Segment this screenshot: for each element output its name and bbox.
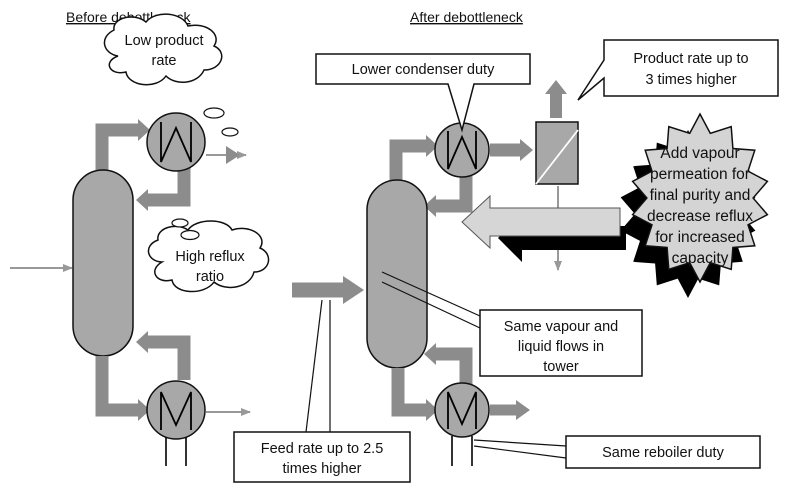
thought-bubble-dot [221,127,239,137]
column-before [72,169,134,357]
distillate-stub-before [226,146,240,164]
boilup-line-after [434,347,473,386]
callout-same-reboiler-duty: Same reboiler duty [473,435,761,469]
burst-line-5: for increased [655,229,745,246]
bottoms-line-after [391,368,428,417]
to-membrane-arrowhead [520,139,533,161]
overhead-arrowhead-before [138,119,150,141]
callout-feed-rate: Feed rate up to 2.5 times higher [233,299,411,483]
column-after [366,179,428,369]
condenser-coil-icon [447,131,477,170]
callout-lower-condenser-duty: Lower condenser duty [315,53,531,133]
cloud-low-product-line2: rate [152,53,177,69]
overhead-line-after [389,139,428,186]
callout-product-rate: Product rate up to 3 times higher [577,39,779,101]
bottoms-arrowhead-after [426,399,438,421]
callout-flows-line3: tower [543,359,579,375]
cloud-high-reflux-ratio: High reflux ratio [147,220,270,293]
thought-bubble-dot [203,107,225,119]
overhead-arrowhead-after [426,135,438,157]
callout-product-line2: 3 times higher [645,72,736,88]
bottoms-product-arrowhead-after [516,400,530,420]
burst-line-4: decrease reflux [647,208,753,225]
reboiler-before [146,380,206,440]
reflux-arrowhead-before [136,189,148,211]
burst-line-2: permeation for [650,166,750,183]
boilup-arrowhead-before [136,331,148,353]
bottoms-line-before [95,356,140,417]
permeate-arrowhead [545,80,567,94]
callout-same-flows: Same vapour and liquid flows in tower [381,271,643,377]
reboiler-coil-icon [447,391,477,429]
cloud-high-reflux-line2: ratio [196,269,224,285]
burst-callout-vapour-permeation [631,112,769,284]
feed-arrowhead-after [343,276,364,304]
callout-reboiler-text: Same reboiler duty [602,445,724,461]
membrane-diagonal [535,129,579,185]
thought-bubble-dot [180,229,200,241]
bottoms-arrowhead-before [138,399,150,421]
condenser-before [146,112,206,172]
reboiler-after [434,382,490,438]
boilup-arrowhead-after [424,343,436,365]
callout-condenser-text: Lower condenser duty [352,62,495,78]
reflux-line-before [146,168,191,207]
burst-line-3: final purity and [650,187,751,204]
light-return-arrow [461,194,621,250]
reflux-line-after [434,176,473,213]
reboiler-coil-icon [160,391,192,430]
callout-flows-line1: Same vapour and [504,319,618,335]
callout-product-line1: Product rate up to [633,51,748,67]
callout-feed-line1: Feed rate up to 2.5 [261,441,384,457]
callout-feed-line2: times higher [283,461,362,477]
condenser-coil-icon [160,122,192,163]
thought-bubble-dot [171,218,189,228]
callout-flows-line2: liquid flows in [518,339,604,355]
cloud-high-reflux-line1: High reflux [175,249,245,265]
boilup-line-before [146,335,191,380]
overhead-line-before [95,123,140,176]
burst-line-6: capacity [672,250,729,267]
cloud-low-product-line1: Low product [125,33,204,49]
cloud-low-product-rate: Low product rate [103,13,223,86]
reflux-arrowhead-after [424,195,436,217]
after-heading: After debottleneck [410,9,524,25]
burst-line-1: Add vapour [660,145,739,162]
